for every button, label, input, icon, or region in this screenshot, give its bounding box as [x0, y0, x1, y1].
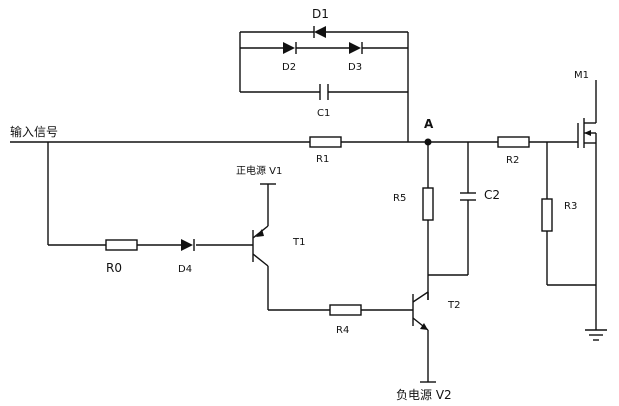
resistor-r4	[329, 304, 362, 316]
mosfet-m1	[577, 80, 597, 330]
r5-label: R5	[393, 193, 406, 204]
diode-d3	[349, 42, 363, 54]
diode-d2	[283, 42, 297, 54]
d3-label: D3	[348, 62, 362, 73]
node-a-label: A	[424, 117, 434, 131]
c1-label: C1	[317, 108, 330, 119]
resistor-r3	[541, 198, 553, 232]
r3-branch	[546, 142, 596, 286]
d1-label: D1	[312, 7, 329, 21]
r2-label: R2	[506, 155, 519, 166]
resistor-r0	[105, 239, 138, 251]
transistor-t1	[252, 184, 269, 310]
diode-d1	[313, 26, 326, 38]
c2-label: C2	[484, 188, 500, 202]
m1-label: M1	[574, 70, 589, 81]
t2-label: T2	[447, 300, 460, 311]
input-signal-label: 输入信号	[10, 124, 58, 139]
diode-d4	[181, 239, 195, 251]
pos-supply-label: 正电源 V1	[236, 164, 282, 177]
capacitor-c1	[319, 84, 329, 100]
d2-label: D2	[282, 62, 296, 73]
r4-label: R4	[336, 325, 349, 336]
neg-supply-label: 负电源 V2	[396, 388, 452, 402]
r3-label: R3	[564, 201, 577, 212]
resistor-r1	[309, 136, 342, 148]
input-wire	[10, 141, 310, 246]
feedback-network	[239, 31, 409, 142]
resistor-r2	[497, 136, 530, 148]
d4-label: D4	[178, 264, 192, 275]
r1-label: R1	[316, 154, 329, 165]
transistor-t2	[412, 291, 429, 382]
ground-symbol	[585, 329, 607, 341]
resistor-r5	[422, 187, 434, 221]
r0-label: R0	[106, 261, 122, 275]
capacitor-c2	[428, 142, 476, 276]
t1-label: T1	[292, 237, 305, 248]
